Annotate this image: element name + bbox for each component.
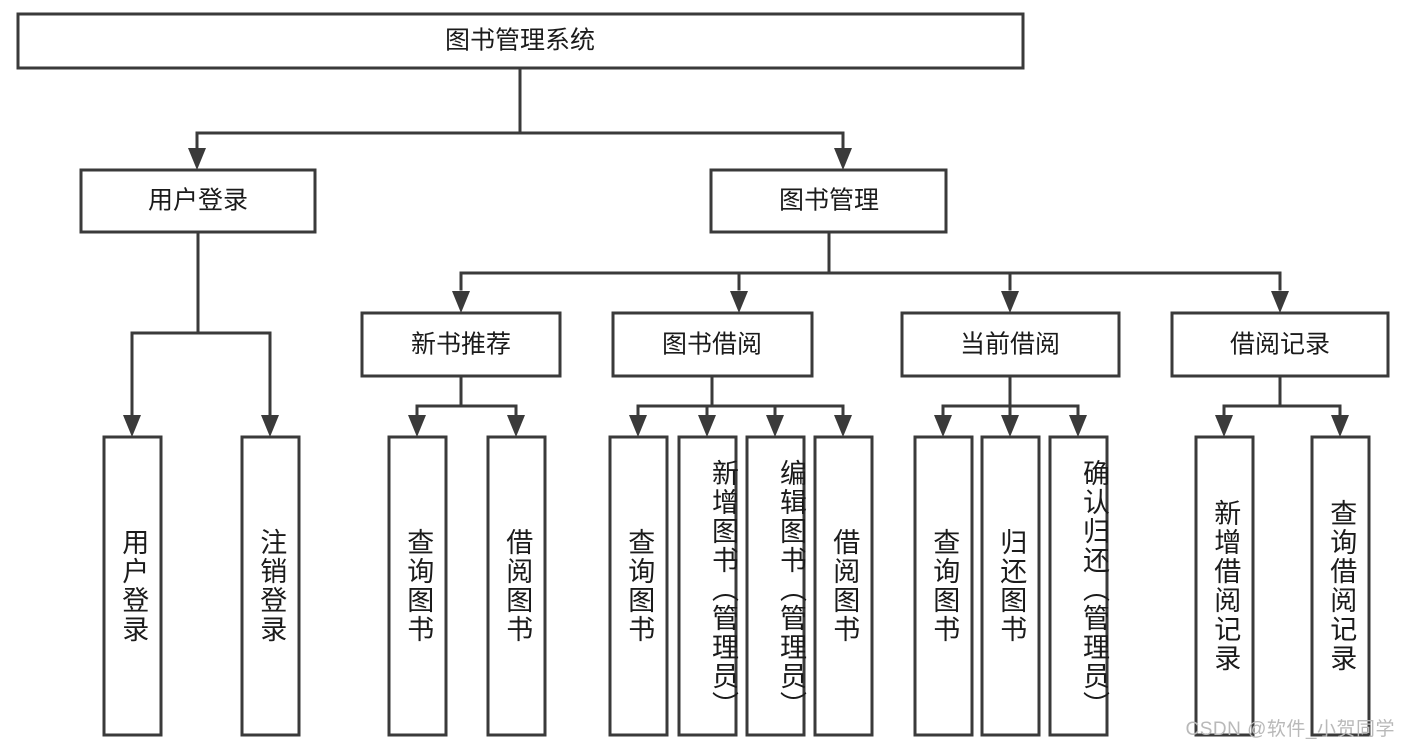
leaf-box-new-borrow[interactable] (486, 435, 547, 737)
node-book-management[interactable]: 图书管理 (709, 168, 948, 234)
edge-bookmgmt-to-level3 (452, 230, 1289, 313)
edge-root-to-level2 (188, 66, 852, 170)
node-borrow-records-label: 借阅记录 (1230, 331, 1330, 359)
leaf-label-borrow-query: 查询图书 (624, 528, 655, 644)
leaf-label-user-logout: 注销登录 (256, 528, 287, 644)
node-new-book-recommend-label: 新书推荐 (411, 331, 511, 359)
leaf-label-borrow-lend: 借阅图书 (829, 528, 860, 644)
leaf-label-borrow-add: 新增图书（管理员） (708, 458, 738, 720)
leaf-boxes (102, 435, 1371, 737)
leaf-label-current-confirm: 确认归还（管理员） (1079, 458, 1109, 720)
leaf-box-current-confirm[interactable] (1048, 435, 1109, 737)
leaf-box-borrow-edit[interactable] (745, 435, 806, 737)
leaf-label-new-query: 查询图书 (403, 528, 434, 644)
node-user-login[interactable]: 用户登录 (79, 168, 317, 234)
leaf-box-new-query[interactable] (387, 435, 448, 737)
edge-login-to-leaves (123, 230, 279, 437)
edge-current-to-leaves (934, 374, 1087, 437)
leaf-label-borrow-edit: 编辑图书（管理员） (776, 458, 806, 720)
edge-borrow-to-leaves (629, 374, 852, 437)
node-user-login-label: 用户登录 (148, 187, 248, 215)
node-book-borrow[interactable]: 图书借阅 (611, 311, 814, 378)
leaf-box-record-add[interactable] (1194, 435, 1255, 737)
node-root-label: 图书管理系统 (445, 27, 595, 55)
leaf-box-user-login[interactable] (102, 435, 163, 737)
leaf-box-record-query[interactable] (1310, 435, 1371, 737)
edge-records-to-leaves (1215, 374, 1349, 437)
node-new-book-recommend[interactable]: 新书推荐 (360, 311, 562, 378)
leaf-label-user-login: 用户登录 (118, 528, 149, 644)
leaf-box-user-logout[interactable] (240, 435, 301, 737)
leaf-label-current-return: 归还图书 (996, 528, 1027, 644)
watermark-text: CSDN @软件_小贺同学 (1185, 719, 1395, 740)
node-root[interactable]: 图书管理系统 (16, 12, 1025, 70)
leaf-label-record-add: 新增借阅记录 (1210, 499, 1241, 673)
leaf-box-current-return[interactable] (980, 435, 1041, 737)
leaf-box-borrow-lend[interactable] (813, 435, 874, 737)
node-current-borrow-label: 当前借阅 (960, 331, 1060, 359)
leaf-label-current-query: 查询图书 (929, 528, 960, 644)
leaf-box-current-query[interactable] (913, 435, 974, 737)
leaf-label-new-borrow: 借阅图书 (502, 528, 533, 644)
edge-newbook-to-leaves (408, 374, 525, 437)
node-book-management-label: 图书管理 (779, 187, 879, 215)
node-current-borrow[interactable]: 当前借阅 (900, 311, 1121, 378)
leaf-label-record-query: 查询借阅记录 (1326, 499, 1357, 673)
node-book-borrow-label: 图书借阅 (662, 331, 762, 359)
node-borrow-records[interactable]: 借阅记录 (1170, 311, 1390, 378)
leaf-box-borrow-add[interactable] (677, 435, 738, 737)
leaf-box-borrow-query[interactable] (608, 435, 669, 737)
